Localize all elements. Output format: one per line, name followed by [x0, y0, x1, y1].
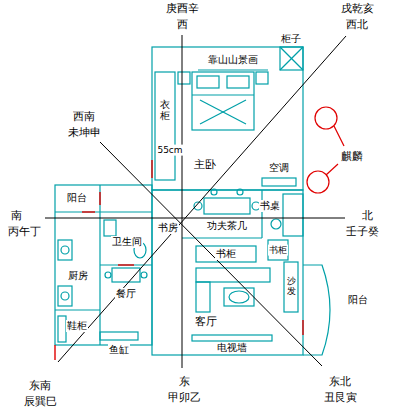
plan-label: 客厅 [194, 315, 218, 328]
plan-label: 南 [10, 209, 23, 222]
plan-label: 电视墙 [216, 342, 248, 354]
plan-label: 55cm [156, 145, 183, 156]
plan-label: 丙午丁 [7, 225, 42, 238]
plan-label: 衣柜 [159, 99, 171, 121]
plan-label: 鞋柜 [66, 320, 88, 332]
plan-label: 东 [178, 375, 191, 388]
plan-label: 阳台 [66, 192, 88, 204]
plan-label: 辰巽巳 [23, 395, 58, 408]
plan-label: 餐厅 [115, 288, 137, 300]
plan-label: 丑艮寅 [323, 391, 358, 404]
plan-label: 柜子 [280, 33, 302, 45]
plan-label: 阳台 [347, 294, 369, 306]
plan-label: 西 [176, 18, 189, 31]
plan-label: 主卧 [193, 158, 217, 171]
plan-label: 西南 [72, 110, 96, 123]
plan-label: 壬子癸 [345, 225, 380, 238]
plan-label: 甲卯乙 [167, 391, 202, 404]
plan-label: 空调 [268, 162, 290, 174]
plan-label: 功夫茶几 [206, 220, 248, 232]
plan-label: 庚酉辛 [165, 2, 200, 15]
plan-label: 书柜 [268, 245, 288, 256]
plan-label: 厨房 [67, 270, 89, 282]
plan-label: 沙发 [286, 277, 297, 297]
plan-label: 卫生间 [111, 236, 143, 248]
plan-label: 鱼缸 [108, 344, 130, 356]
plan-label: 北 [361, 209, 374, 222]
plan-label: 戌乾亥 [340, 2, 375, 15]
plan-label: 书房 [157, 222, 179, 234]
plan-label: 未坤申 [67, 126, 102, 139]
plan-label: 西北 [345, 18, 369, 31]
plan-label: 东北 [328, 375, 352, 388]
plan-label: 靠山山景画 [207, 54, 259, 66]
plan-label: 东南 [28, 379, 52, 392]
plan-label: 书桌 [259, 200, 281, 212]
plan-label: 麒麟 [340, 150, 364, 163]
plan-label: 书柜 [215, 248, 237, 260]
